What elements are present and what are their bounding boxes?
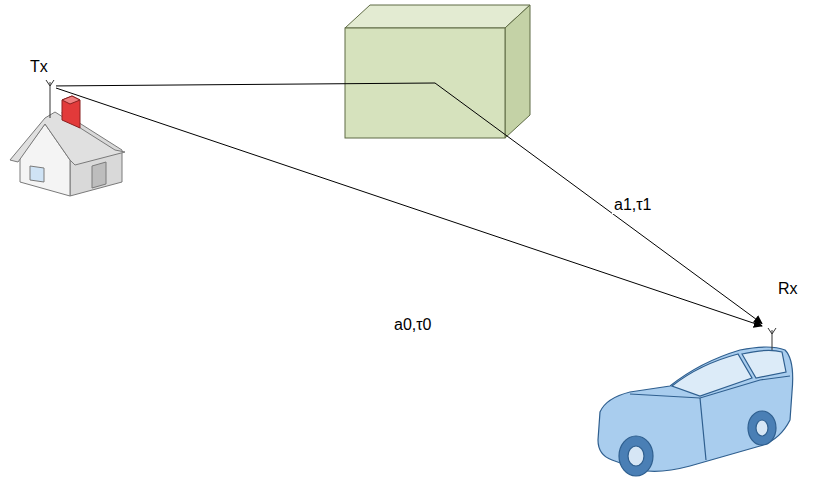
antenna-node: Tx	[44, 80, 56, 92]
antenna-node: Rx	[762, 322, 774, 334]
station-label: Rx	[778, 280, 798, 298]
rx-antenna	[768, 328, 776, 350]
house-icon	[10, 96, 125, 196]
reflector-building	[345, 5, 530, 138]
signal-path	[56, 88, 762, 326]
car-icon	[598, 347, 793, 476]
path-gain-delay: a0,τ0	[392, 316, 433, 334]
signal-path	[56, 83, 762, 324]
path-gain-delay: a1,τ1	[612, 196, 653, 214]
tx-antenna	[46, 80, 54, 118]
station-label: Tx	[30, 58, 48, 76]
